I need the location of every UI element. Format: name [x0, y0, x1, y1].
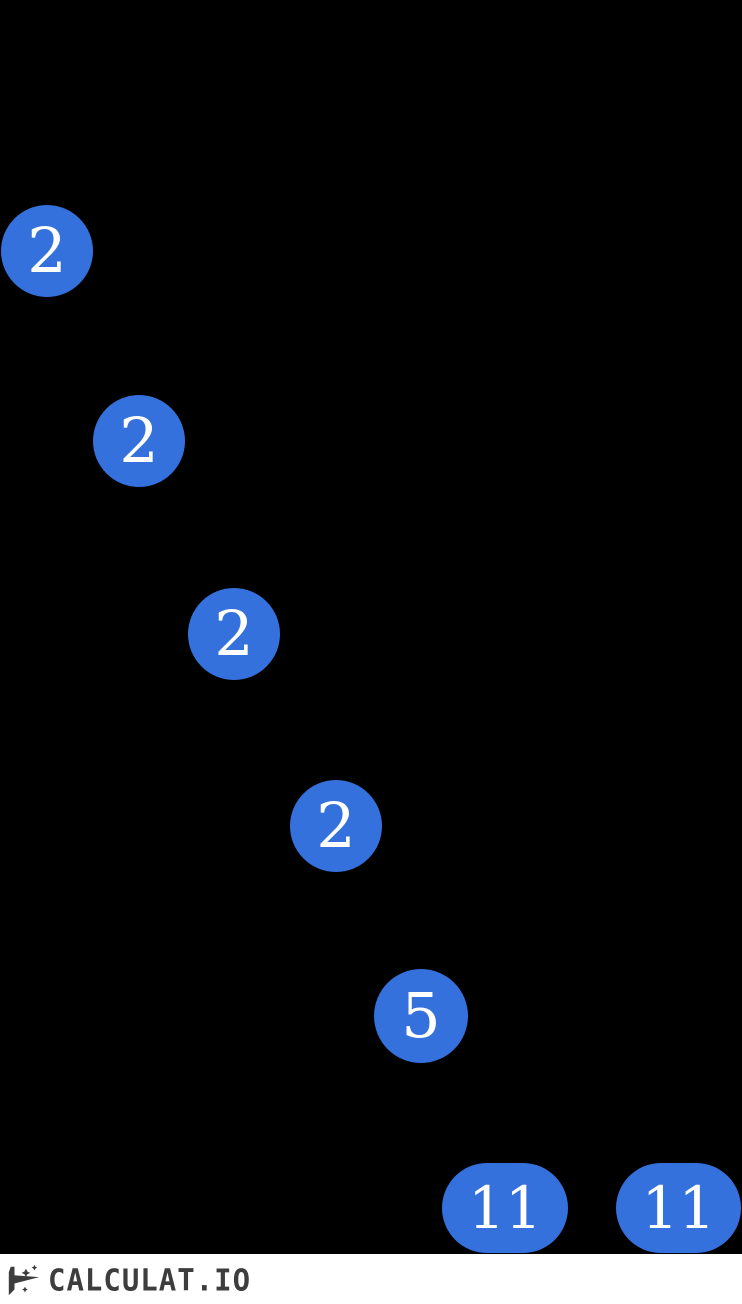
rocket-icon — [8, 1264, 40, 1296]
factor-node: 2 — [93, 395, 185, 487]
factor-node: 2 — [290, 780, 382, 872]
factor-node: 11 — [616, 1163, 741, 1253]
factor-node: 2 — [188, 588, 280, 680]
calculatio-logo: CALCULAT.IO — [5, 1261, 251, 1299]
footer-strip: CALCULAT.IO — [0, 1254, 742, 1304]
logo-text: CALCULAT.IO — [48, 1262, 252, 1298]
factor-node: 11 — [442, 1163, 568, 1253]
factor-node: 5 — [374, 969, 468, 1063]
factor-node: 2 — [1, 205, 93, 297]
